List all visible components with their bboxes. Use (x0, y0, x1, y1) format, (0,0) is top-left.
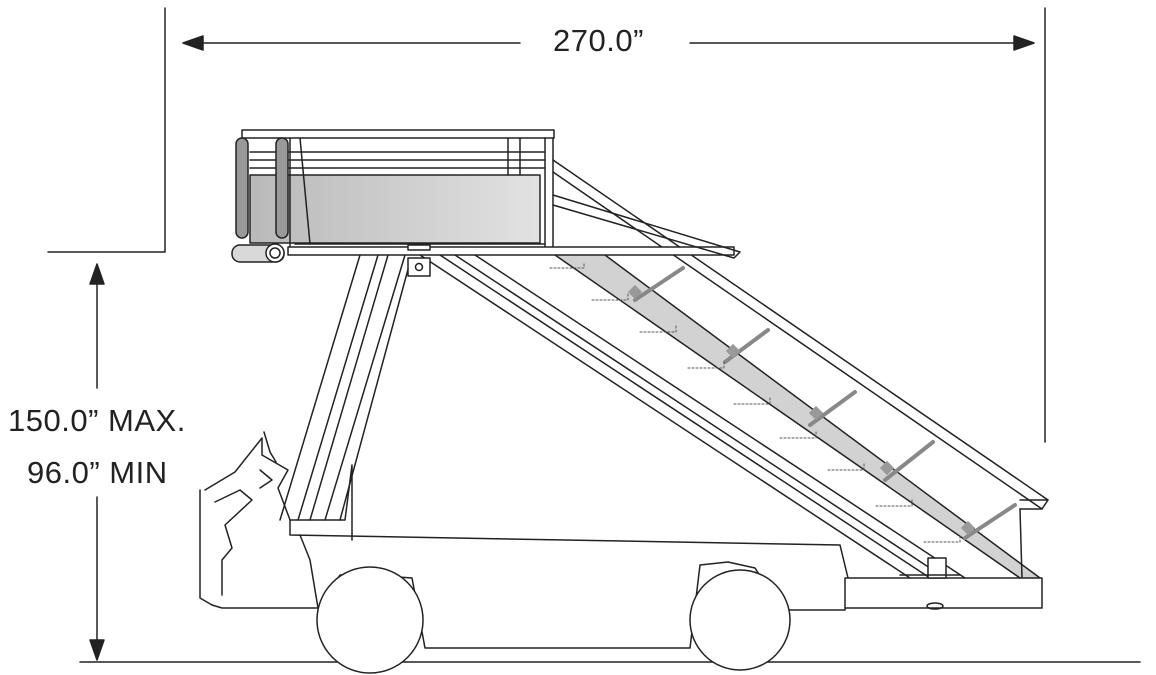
min-height-dimension-label: 96.0” MIN (27, 455, 168, 490)
reference-extension-lines (47, 7, 1046, 443)
stair-stringers (419, 254, 1041, 579)
width-dimension-line (182, 35, 1035, 51)
top-platform (241, 129, 741, 259)
stair-steps (549, 261, 961, 543)
rear-wheel (689, 569, 791, 671)
support-legs (279, 254, 431, 521)
stair-panel-brackets (627, 284, 976, 536)
max-height-dimension-label: 150.0” MAX. (8, 403, 186, 438)
truck-cab (199, 431, 353, 606)
stair-side-panel (555, 255, 1040, 578)
front-wheel (316, 566, 424, 674)
height-dimension-line (89, 263, 105, 661)
truck-wheels (316, 566, 791, 674)
platform-gate-rails (231, 137, 289, 263)
width-dimension-label: 270.0” (553, 23, 644, 58)
stair-panel-divisions (633, 266, 1017, 540)
